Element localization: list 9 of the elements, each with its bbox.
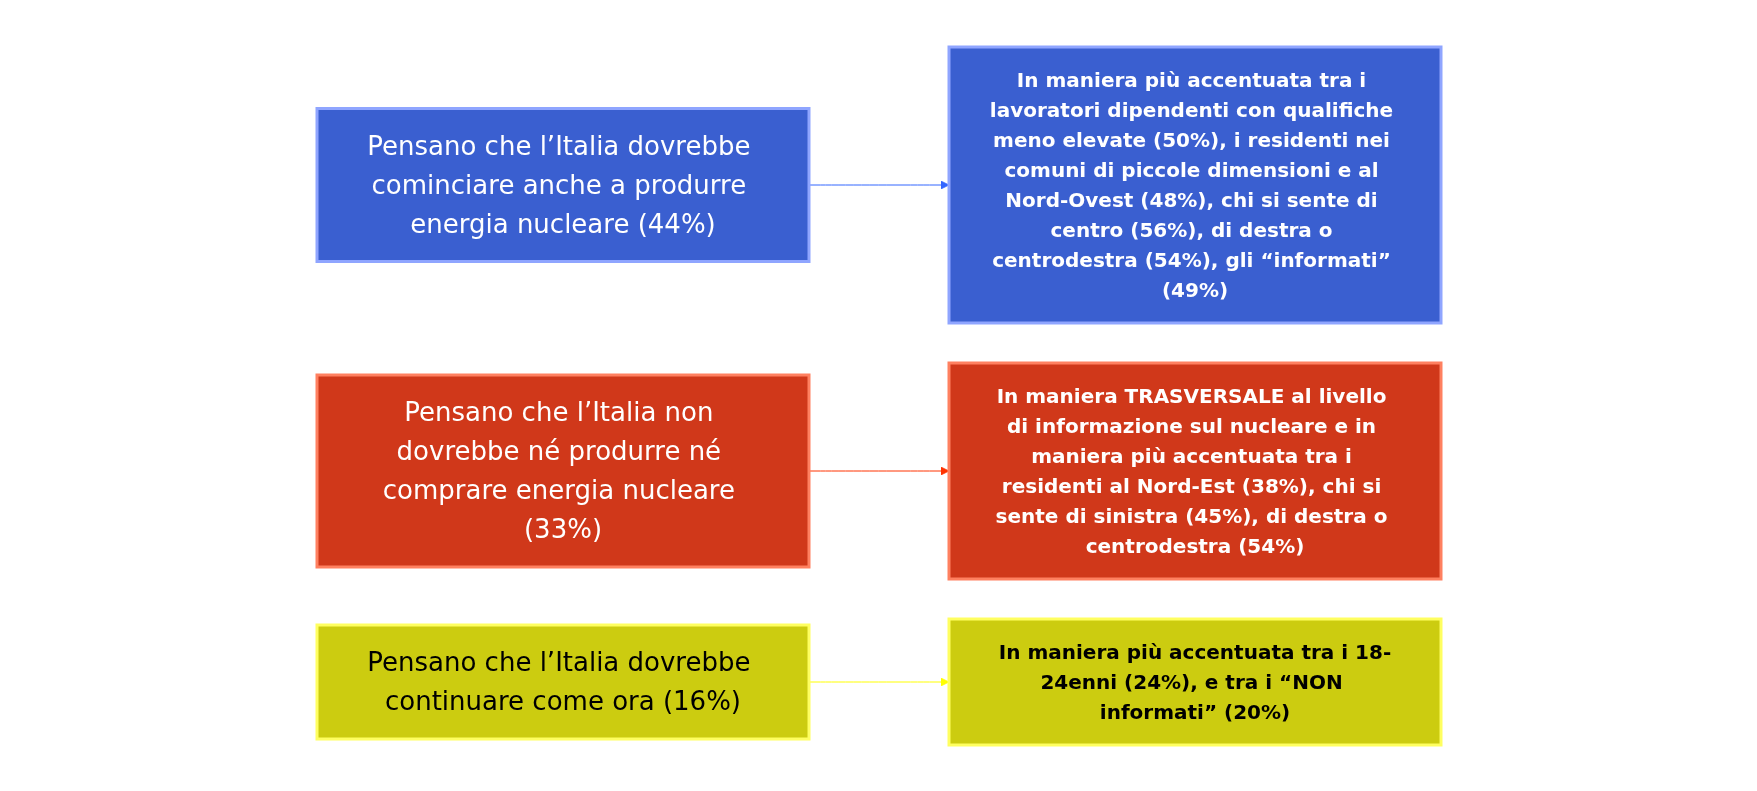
node-box: Pensano che l’Italia dovrebbe continuare come ora (16%) [315, 623, 810, 740]
node-box: In maniera più accentuata tra i 18-24enni (24%), e tra i “NON informati” (20%) [947, 617, 1442, 746]
node-box: In maniera TRASVERSALE al livello di informazione sul nucleare e in maniera più accentuata tra i residenti al Nord-Est (38%), chi si sente di sinistra (45%), di destra o centrodestra (54%) [947, 361, 1442, 580]
node-box: Pensano che l’Italia dovrebbe cominciare anche a produrre energia nucleare (44%) [315, 106, 810, 263]
arrow [808, 466, 949, 475]
arrow [808, 180, 949, 189]
arrow [808, 677, 949, 686]
node-box: Pensano che l’Italia non dovrebbe né produrre né comprare energia nucleare (33%) [315, 373, 810, 568]
node-box: In maniera più accentuata tra i lavoratori dipendenti con qualifiche meno elevate (50%), i residenti nei comuni di piccole dimensioni e al Nord-Ovest (48%), chi si sente di centro (56%), di destra o centrodestra (54%), gli “informati” (49%) [947, 45, 1442, 324]
